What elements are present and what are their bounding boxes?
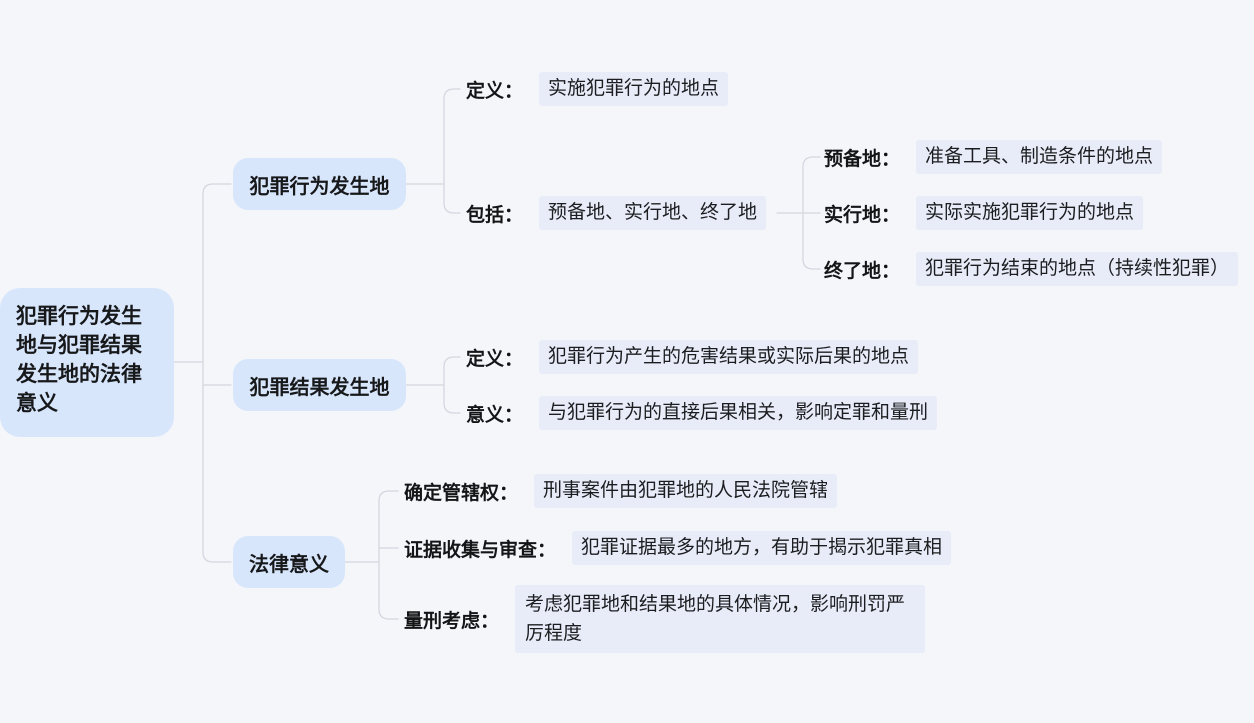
detail-row-execution-place: 实行地： 实际实施犯罪行为的地点 [824,196,1144,230]
detail-row-act-definition: 定义： 实施犯罪行为的地点 [466,72,729,106]
root-node[interactable]: 犯罪行为发生地与犯罪结果发生地的法律意义 [0,288,174,437]
detail-row-act-includes: 包括： 预备地、实行地、终了地 [466,196,767,230]
detail-label: 量刑考虑： [404,610,500,632]
detail-label: 确定管辖权： [404,482,519,504]
detail-row-jurisdiction: 确定管辖权： 刑事案件由犯罪地的人民法院管辖 [404,474,838,508]
detail-label: 实行地： [824,204,901,226]
detail-row-sentencing: 量刑考虑： 考虑犯罪地和结果地的具体情况，影响刑罚严厉程度 [404,585,926,653]
detail-value[interactable]: 准备工具、制造条件的地点 [916,140,1163,174]
detail-label: 预备地： [824,148,901,170]
detail-value[interactable]: 犯罪行为结束的地点（持续性犯罪） [916,252,1239,286]
connector-include [776,156,821,270]
detail-label: 意义： [466,404,524,426]
branch-node-label: 法律意义 [249,553,329,576]
branch-node-crime-act-location[interactable]: 犯罪行为发生地 [233,158,406,210]
detail-row-preparation-place: 预备地： 准备工具、制造条件的地点 [824,140,1163,174]
detail-value[interactable]: 与犯罪行为的直接后果相关，影响定罪和量刑 [539,396,938,430]
detail-value[interactable]: 犯罪证据最多的地方，有助于揭示犯罪真相 [572,531,952,565]
detail-value[interactable]: 实施犯罪行为的地点 [539,72,729,106]
detail-row-evidence: 证据收集与审查： 犯罪证据最多的地方，有助于揭示犯罪真相 [404,531,952,565]
detail-label: 终了地： [824,260,901,282]
connector-branch2 [405,356,461,414]
detail-row-result-meaning: 意义： 与犯罪行为的直接后果相关，影响定罪和量刑 [466,396,938,430]
connector-branch1 [405,88,461,214]
branch-node-legal-significance[interactable]: 法律意义 [233,536,345,588]
detail-label: 定义： [466,348,524,370]
detail-value[interactable]: 刑事案件由犯罪地的人民法院管辖 [534,474,838,508]
detail-row-termination-place: 终了地： 犯罪行为结束的地点（持续性犯罪） [824,252,1239,286]
detail-label: 定义： [466,80,524,102]
detail-label: 证据收集与审查： [404,539,557,561]
detail-value[interactable]: 考虑犯罪地和结果地的具体情况，影响刑罚严厉程度 [515,585,926,653]
detail-value[interactable]: 犯罪行为产生的危害结果或实际后果的地点 [539,340,919,374]
detail-label: 包括： [466,204,524,226]
branch-node-crime-result-location[interactable]: 犯罪结果发生地 [233,359,406,411]
branch-node-label: 犯罪行为发生地 [249,175,390,198]
detail-value[interactable]: 实际实施犯罪行为的地点 [916,196,1144,230]
branch-node-label: 犯罪结果发生地 [249,376,390,399]
connector-root [173,183,232,563]
detail-value[interactable]: 预备地、实行地、终了地 [539,196,767,230]
root-node-label: 犯罪行为发生地与犯罪结果发生地的法律意义 [16,305,142,415]
detail-row-result-definition: 定义： 犯罪行为产生的危害结果或实际后果的地点 [466,340,919,374]
connector-branch3 [344,490,399,620]
